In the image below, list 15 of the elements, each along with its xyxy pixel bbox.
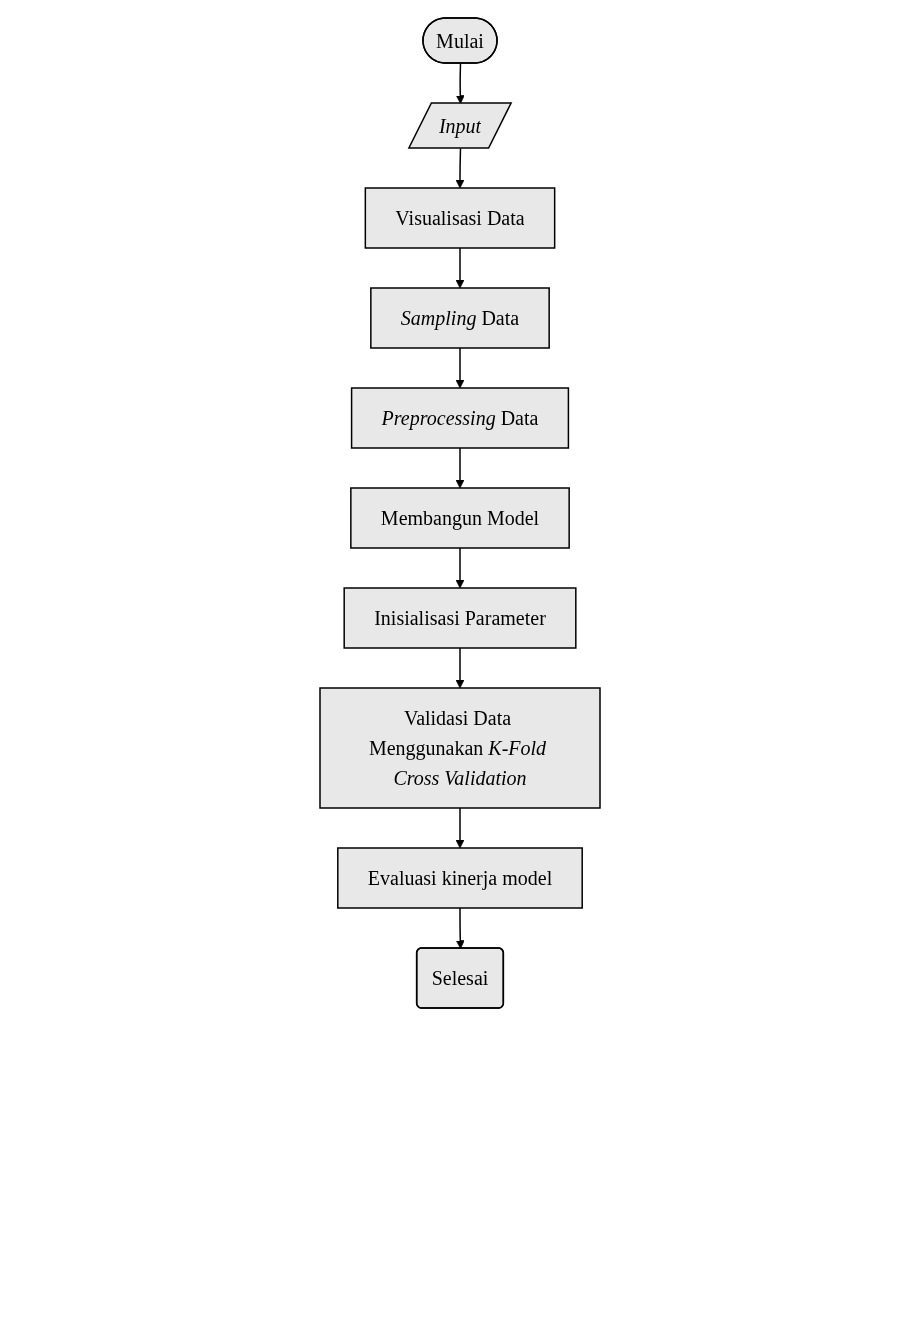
arrow	[455, 247, 464, 289]
node-box: Preprocessing Data	[350, 387, 569, 449]
arrow	[455, 647, 464, 689]
arrow	[455, 347, 464, 389]
node-box: Visualisasi Data	[364, 187, 555, 249]
arrow	[455, 62, 465, 104]
node-box: Inisialisasi Parameter	[342, 587, 577, 649]
node-box: Sampling Data	[369, 287, 550, 349]
arrow	[455, 447, 464, 489]
arrow	[455, 547, 464, 589]
node-box: Validasi Data Menggunakan K-Fold Cross Validation	[318, 687, 601, 809]
arrow	[455, 807, 464, 849]
node-box: Membangun Model	[349, 487, 570, 549]
arrow	[455, 907, 465, 949]
node-box: Evaluasi kinerja model	[336, 847, 583, 909]
